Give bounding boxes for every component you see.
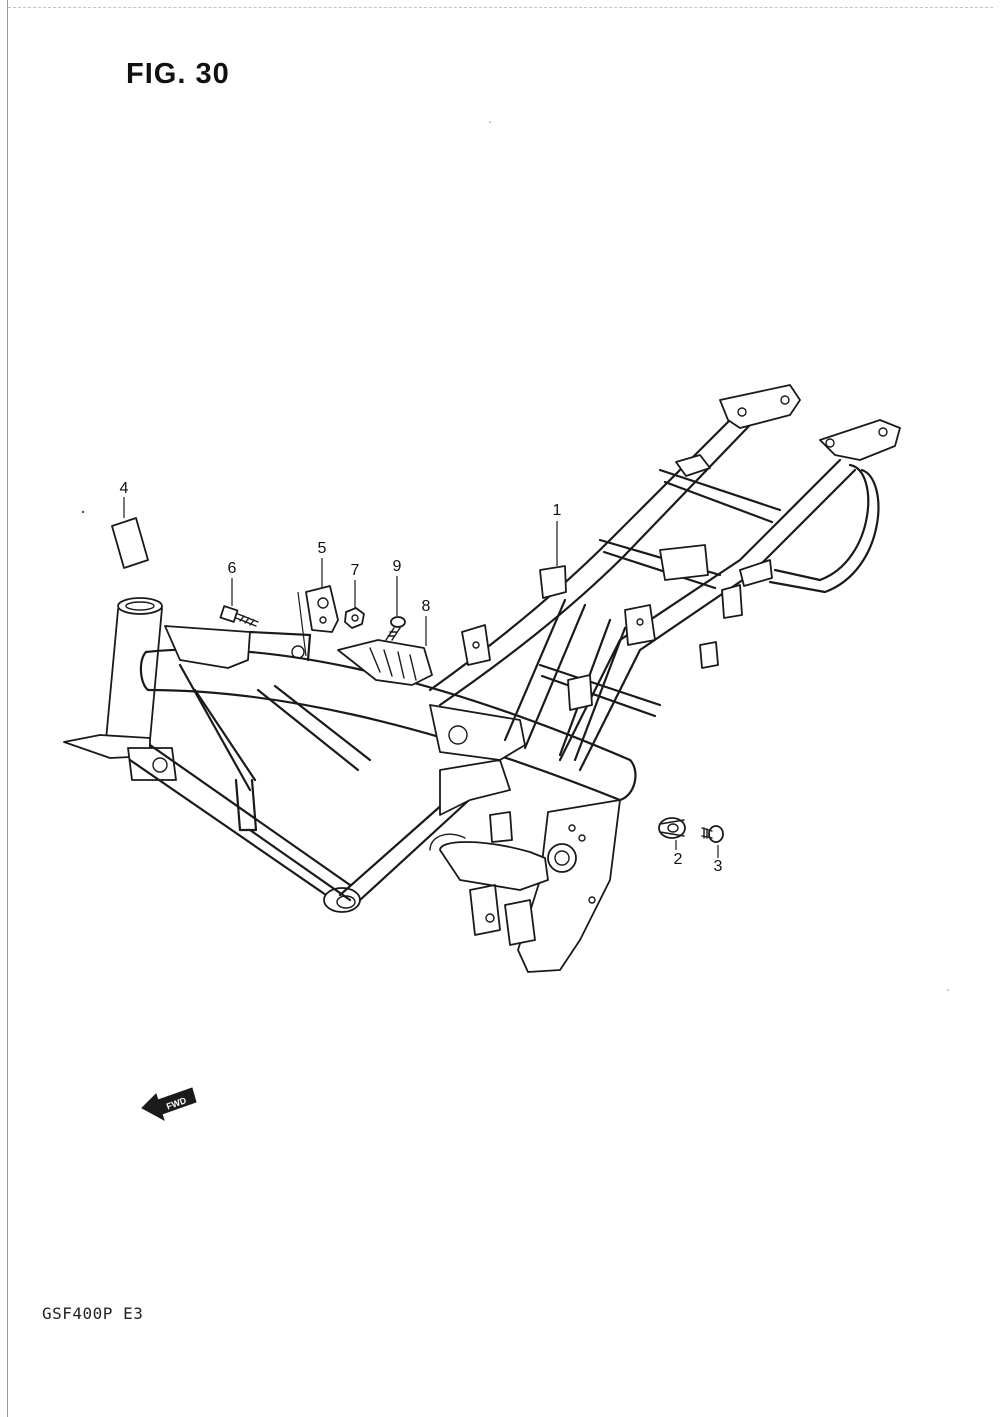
- grommet-2: [658, 817, 686, 839]
- callout-3: 3: [714, 858, 723, 875]
- callout-5: 5: [318, 540, 327, 557]
- tab-b: [539, 565, 567, 599]
- callout-6: 6: [228, 560, 237, 577]
- figure-title: FIG. 30: [126, 58, 230, 90]
- pivot-plate: [517, 799, 621, 973]
- cushion-8: [337, 639, 433, 686]
- lower-bracket-left: [469, 884, 501, 936]
- callout-9: 9: [393, 558, 402, 575]
- head-gusset: [164, 625, 251, 669]
- tab-e: [721, 584, 743, 619]
- pivot-bore: [547, 843, 577, 873]
- nut-7: [344, 607, 365, 629]
- bracket-5: [305, 585, 339, 633]
- callout-1: 1: [553, 502, 562, 519]
- bolt-3: [701, 825, 724, 843]
- steering-head-top: [117, 597, 163, 615]
- pivot-bracket: [439, 759, 511, 816]
- tab-h: [699, 641, 719, 669]
- callout-7: 7: [351, 562, 360, 579]
- screw-9: [385, 616, 406, 641]
- top-rule: [8, 7, 993, 8]
- tab-i: [489, 811, 513, 843]
- center-plate: [429, 704, 526, 761]
- lower-bracket-right: [504, 899, 536, 946]
- tab-d: [567, 674, 593, 711]
- tab-f: [739, 559, 773, 587]
- label-plate-4: [111, 517, 149, 569]
- callout-8: 8: [422, 598, 431, 615]
- frame-body: [63, 384, 901, 973]
- callout-2: 2: [674, 851, 683, 868]
- bolt-6: [219, 605, 259, 627]
- callout-4: 4: [120, 480, 129, 497]
- tab-a: [461, 624, 491, 666]
- tab-g: [659, 544, 709, 581]
- margin-rule: [7, 0, 8, 1417]
- lower-cross-member: [439, 841, 549, 891]
- rear-plate-left: [719, 384, 801, 429]
- model-code: GSF400P E3: [42, 1304, 144, 1323]
- steering-head-tube: [105, 600, 163, 750]
- fwd-arrow-icon: FWD: [141, 1087, 197, 1122]
